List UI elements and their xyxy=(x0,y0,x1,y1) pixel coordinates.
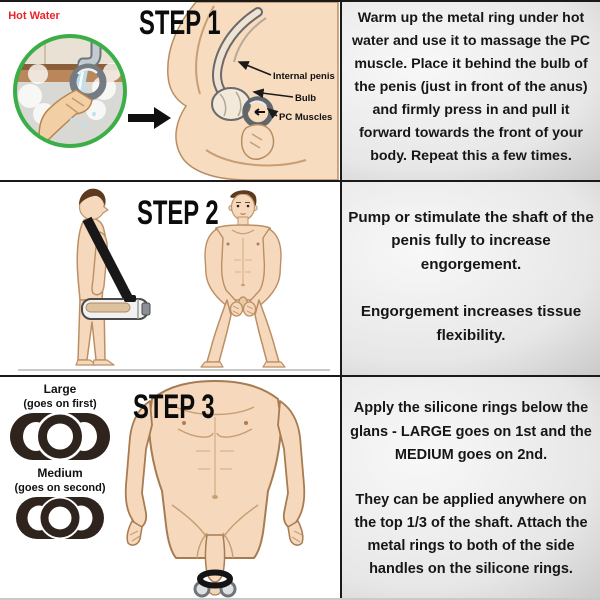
step2-title: STEP 2 xyxy=(137,194,219,232)
step2-instructions-2: Engorgement increases tissue flexibility… xyxy=(360,303,582,344)
hot-water-label: Hot Water xyxy=(8,10,60,22)
pelvis-diagram: Internal penis Bulb PC Muscles xyxy=(167,2,339,180)
step3-instructions-2: They can be applied anywhere on the top … xyxy=(354,491,588,578)
step2-illustration-panel: STEP 2 xyxy=(0,182,340,377)
step2-illustration xyxy=(18,188,330,371)
step3-illustration: Large (goes on first) Medium (goes on se… xyxy=(10,380,306,598)
hand-holding-ring xyxy=(38,89,93,146)
step1-instructions: Warm up the metal ring under hot water a… xyxy=(351,10,591,164)
arrow-right-icon xyxy=(128,107,171,129)
press-direction-arrow-icon xyxy=(254,108,265,116)
label-internal-penis: Internal penis xyxy=(273,71,335,82)
large-ring-note: (goes on first) xyxy=(23,398,97,410)
label-leader-lines xyxy=(237,61,294,119)
hair xyxy=(230,190,257,208)
steam xyxy=(18,63,121,125)
step3-title: STEP 3 xyxy=(133,388,215,426)
step2-instructions-1: Pump or stimulate the shaft of the penis… xyxy=(348,208,594,273)
label-pc-muscles: PC Muscles xyxy=(279,112,332,123)
hand xyxy=(287,520,304,546)
step1-illustration-panel: Hot Water STEP 1 xyxy=(0,2,340,182)
medium-ring-note: (goes on second) xyxy=(14,482,105,494)
hand xyxy=(242,301,257,317)
silicone-ring-medium xyxy=(16,496,104,540)
profile-figure xyxy=(75,188,151,366)
device-applied xyxy=(193,569,237,598)
silicone-ring-applied xyxy=(197,569,233,589)
hair xyxy=(79,188,106,206)
hand xyxy=(240,123,275,160)
step3-instructions-1: Apply the silicone rings below the glans… xyxy=(350,400,592,463)
large-ring-label: Large xyxy=(44,382,77,396)
hot-water-circle-illustration xyxy=(13,34,127,148)
step1-text-panel: Warm up the metal ring under hot water a… xyxy=(340,2,600,182)
step2-text-panel: Pump or stimulate the shaft of the penis… xyxy=(340,182,600,377)
step3-text-panel: Apply the silicone rings below the glans… xyxy=(340,377,600,598)
water-droplets xyxy=(70,112,96,128)
front-figure xyxy=(200,190,286,368)
hand xyxy=(229,301,244,317)
pump-device xyxy=(81,295,151,320)
step1-title: STEP 1 xyxy=(139,4,221,42)
step3-illustration-panel: STEP 3 Large (goes on first) Medium (goe… xyxy=(0,377,340,598)
medium-ring-label: Medium xyxy=(37,466,82,480)
label-bulb: Bulb xyxy=(295,93,316,104)
step1-illustration: Internal penis Bulb PC Muscles xyxy=(13,2,339,180)
silicone-ring-large xyxy=(10,412,110,461)
shoulder-strap xyxy=(82,216,135,305)
torso-illustration xyxy=(124,380,306,598)
